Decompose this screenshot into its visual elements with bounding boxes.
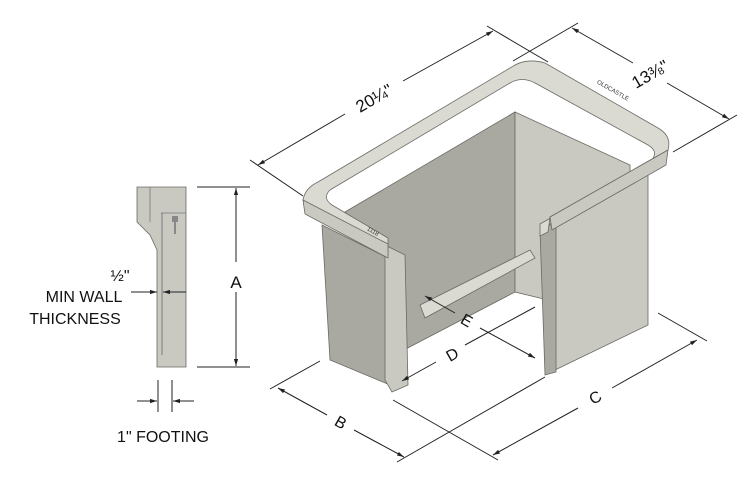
wall-thickness-value: ½" — [110, 268, 129, 285]
wall-thickness-line2: THICKNESS — [29, 311, 121, 328]
width-label: 13⅜" — [629, 56, 672, 92]
meter-box-illustration: OLDCASTLE 1118 — [302, 60, 670, 393]
label-c: C — [586, 388, 605, 409]
wall-thickness-callout: ½" MIN WALL THICKNESS — [29, 268, 186, 328]
label-b: B — [331, 413, 349, 433]
footing-label: 1" FOOTING — [117, 429, 209, 446]
wall-thickness-line1: MIN WALL — [46, 289, 123, 306]
length-label: 20¼" — [353, 80, 396, 116]
wall-profile-section — [136, 186, 187, 368]
model-marking: 1118 — [366, 226, 380, 238]
footing-callout: 1" FOOTING — [117, 380, 209, 446]
dimension-a: A — [197, 186, 250, 368]
label-d: D — [443, 345, 462, 366]
label-a: A — [230, 273, 242, 292]
